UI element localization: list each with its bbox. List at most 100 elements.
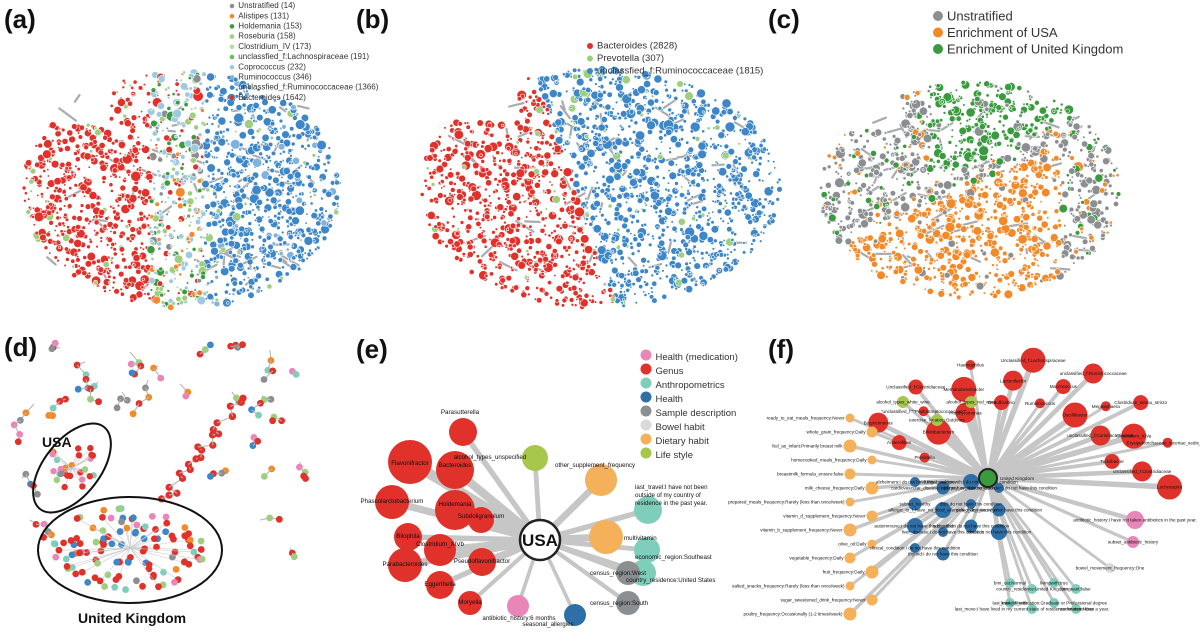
network-node (121, 85, 126, 90)
network-node (650, 234, 655, 238)
network-node (729, 191, 733, 196)
network-node (448, 192, 452, 196)
network-node (193, 258, 197, 262)
network-node (552, 229, 557, 234)
network-node (979, 244, 983, 248)
network-node (629, 232, 633, 236)
network-node (252, 157, 263, 168)
network-node (1005, 90, 1009, 94)
network-node (273, 214, 278, 219)
network-node (48, 121, 57, 129)
network-node (586, 148, 596, 158)
network-node (649, 204, 653, 208)
network-node (547, 123, 553, 128)
network-node (935, 209, 939, 213)
network-node (901, 211, 906, 216)
network-node (737, 161, 742, 166)
network-node (525, 215, 529, 219)
network-node (572, 290, 579, 297)
network-node (741, 204, 747, 210)
network-node (108, 288, 112, 292)
network-node (528, 201, 533, 206)
network-node (581, 86, 586, 92)
network-node (694, 105, 699, 109)
network-node (695, 223, 702, 230)
network-node (1006, 126, 1015, 135)
network-node (909, 151, 916, 157)
network-node (425, 166, 430, 171)
network-node (713, 98, 718, 103)
network-node (93, 229, 97, 233)
network-node (695, 205, 700, 209)
network-node (453, 129, 464, 140)
network-node (611, 107, 615, 111)
network-node (553, 273, 557, 277)
network-node (618, 289, 623, 294)
network-node (119, 287, 123, 291)
network-node (114, 263, 121, 270)
network-node (521, 194, 525, 198)
network-node (456, 202, 460, 206)
network-node (190, 107, 194, 111)
network-node (569, 204, 575, 211)
network-node (720, 187, 726, 193)
network-node (924, 254, 930, 260)
network-node (983, 210, 988, 214)
network-node (601, 182, 608, 188)
network-node (723, 198, 728, 203)
network-node (898, 154, 906, 162)
network-node (621, 222, 628, 230)
network-node (210, 122, 215, 126)
network-node (183, 285, 189, 291)
network-node (131, 185, 139, 193)
network-node (255, 128, 261, 134)
network-node (1023, 178, 1029, 184)
network-node (747, 141, 752, 146)
network-node (83, 194, 87, 198)
network-node (514, 152, 518, 156)
network-node (277, 278, 283, 284)
network-node (584, 212, 590, 218)
network-node (211, 176, 216, 181)
network-node (550, 169, 560, 178)
network-node (1029, 122, 1035, 128)
network-node (314, 126, 321, 133)
network-node (232, 212, 242, 222)
network-node (918, 119, 923, 124)
network-node (494, 265, 498, 269)
network-node (585, 268, 590, 273)
network-node (459, 220, 465, 225)
network-node (498, 159, 502, 163)
network-node (131, 92, 135, 97)
network-node (737, 209, 741, 213)
network-node (844, 214, 851, 222)
network-node (520, 254, 524, 259)
network-node (475, 254, 480, 259)
network-node (684, 247, 689, 252)
network-node (103, 289, 107, 294)
network-node (127, 203, 132, 209)
network-node (512, 243, 517, 248)
network-node (580, 234, 590, 244)
network-node (187, 190, 193, 197)
network-node (989, 111, 993, 116)
network-node (539, 227, 546, 234)
network-node (219, 87, 228, 96)
network-node (235, 170, 240, 176)
network-node (701, 110, 705, 114)
network-node (634, 208, 638, 212)
network-node (527, 170, 536, 179)
network-node (174, 134, 178, 139)
network-node (71, 123, 78, 130)
network-node (300, 232, 307, 239)
network-node (687, 272, 692, 276)
network-node (915, 180, 920, 185)
network-node (93, 126, 98, 131)
network-node (766, 159, 771, 163)
network-node (685, 285, 694, 294)
network-node (140, 241, 145, 246)
network-node (287, 148, 293, 153)
network-node (697, 214, 703, 220)
network-node (910, 255, 917, 263)
network-node (532, 255, 537, 260)
